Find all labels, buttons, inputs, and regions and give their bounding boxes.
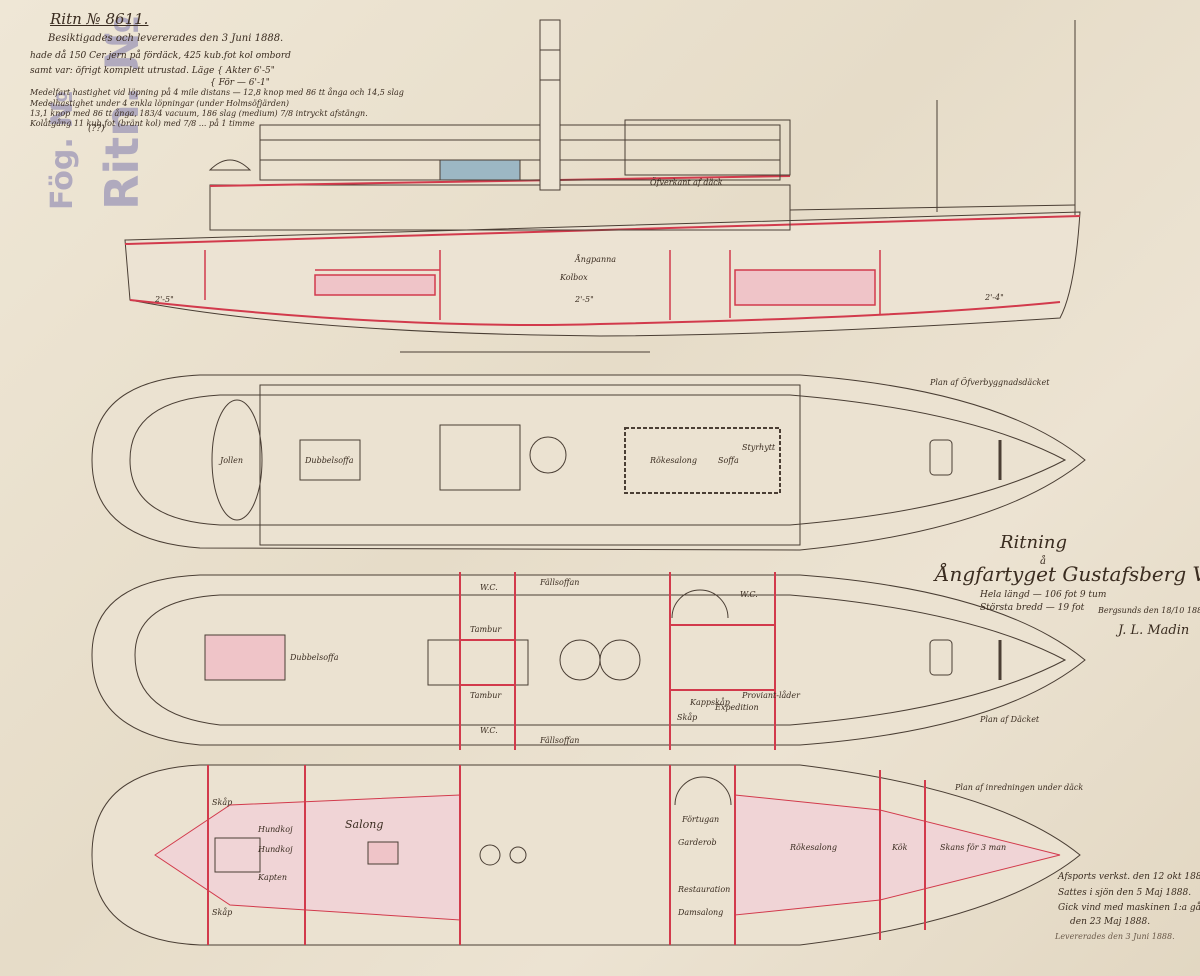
- room-tambur: Tambur: [470, 625, 502, 634]
- sheer-label: Öfverkant af däck: [650, 178, 723, 187]
- room-wc: W.C.: [740, 590, 758, 599]
- below-deck-plan: [91, 764, 1081, 946]
- history-line: Sattes i sjön den 5 Maj 1888.: [1058, 888, 1192, 898]
- note-line: Besiktigades och levererades den 3 Juni …: [48, 33, 284, 44]
- note-line: Medelfart hastighet vid löpning på 4 mil…: [30, 88, 404, 97]
- drawing-line: [671, 589, 729, 619]
- note-line: Kolåtgång 11 kub.fot (bränt kol) med 7/8…: [30, 119, 255, 128]
- drawing-number: Ritn № 8611.: [50, 10, 149, 28]
- plan-upper-title: Plan af Öfverbyggnadsdäcket: [929, 378, 1050, 387]
- drawing-line: [299, 439, 361, 481]
- drawing-line: [929, 439, 953, 476]
- plan-deck-title: Plan af Däcket: [979, 715, 1040, 724]
- room-dubbelsoffa-deck: Dubbelsoffa: [289, 653, 339, 662]
- drawing-line: [209, 175, 791, 187]
- drawing-line: [529, 436, 567, 474]
- note-line: Medelhastighet under 4 enkla löpningar (…: [30, 99, 289, 108]
- history-line: den 23 Maj 1888.: [1070, 917, 1151, 927]
- drawing-line: [734, 269, 876, 306]
- boiler-label: Ångpanna: [574, 255, 616, 264]
- drawing-line: [134, 594, 1067, 726]
- drawing-line: [314, 274, 436, 296]
- drawing-line: [624, 427, 781, 494]
- main-deck-plan: [91, 572, 1086, 750]
- drawing-line: [204, 634, 286, 681]
- room-skap: Skåp: [212, 908, 232, 917]
- ship-beam: Största bredd — 19 fot: [980, 603, 1085, 613]
- history-line: Levererades den 3 Juni 1888.: [1055, 932, 1175, 941]
- drawing-line: [91, 374, 1086, 551]
- drawing-line: [367, 841, 399, 865]
- plan-below-title: Plan af inredningen under däck: [954, 783, 1083, 792]
- room-damsalong: Damsalong: [677, 908, 723, 917]
- room-kapten: Kapten: [257, 873, 287, 882]
- title-line2: å: [1040, 556, 1046, 567]
- drawing-line: [214, 837, 261, 873]
- room-wc: W.C.: [480, 726, 498, 735]
- drawing-line: [129, 394, 1067, 526]
- room-rokesalong-below: Rökesalong: [789, 843, 837, 852]
- room-skap: Skåp: [212, 798, 232, 807]
- drawing-line: [479, 844, 501, 866]
- room-salong: Salong: [345, 818, 383, 831]
- drawing-line: [259, 384, 801, 546]
- room-skap: Skåp: [677, 713, 697, 722]
- signature: J. L. Madin: [1118, 623, 1190, 638]
- drawing-line: [439, 424, 521, 491]
- draft-fore: 2'-4": [984, 293, 1004, 302]
- note-line: hade då 150 Cer jern på fördäck, 425 kub…: [30, 51, 291, 61]
- room-tambur: Tambur: [470, 691, 502, 700]
- place-date: Bergsunds den 18/10 1887: [1098, 606, 1200, 615]
- jolly-boat: [208, 159, 252, 171]
- history-line: Gick vind med maskinen 1:a gången: [1058, 903, 1200, 913]
- title-line1: Ritning: [1000, 532, 1068, 553]
- drawing-line: [599, 639, 641, 681]
- note-line: { För — 6'-1": [210, 78, 270, 88]
- room-kok: Kök: [891, 843, 908, 852]
- side-profile: [124, 19, 1081, 353]
- drawing-line: [789, 204, 1076, 211]
- room-restauration: Restauration: [677, 885, 730, 894]
- drawing-line: [207, 765, 926, 945]
- draft-mid: 2'-5": [574, 295, 594, 304]
- room-hundkoj: Hundkoj: [257, 845, 293, 854]
- room-dubbelsoffa: Dubbelsoffa: [304, 456, 354, 465]
- room-wc: W.C.: [480, 583, 498, 592]
- funnel: [539, 19, 561, 191]
- drawing-line: [459, 572, 776, 750]
- note-line: samt var: öfrigt komplett utrustad. Läge…: [30, 66, 275, 76]
- ship-length: Hela längd — 106 fot 9 tum: [980, 590, 1107, 600]
- deckhouse: [209, 184, 791, 231]
- room-expedition: Expedition: [714, 703, 759, 712]
- draft-aft: 2'-5": [154, 295, 174, 304]
- room-soffa: Soffa: [718, 456, 739, 465]
- note-line: 13,1 knop med 86 tt ånga, 183/4 vacuum, …: [30, 109, 368, 118]
- drawing-line: [91, 574, 1086, 746]
- upper-deck-plan: [91, 374, 1086, 551]
- history-line: Afsports verkst. den 12 okt 1887.: [1058, 872, 1200, 882]
- room-styrhytt: Styrhytt: [742, 443, 776, 452]
- note-line: (??): [88, 124, 105, 134]
- drawing-line: [204, 250, 881, 320]
- room-garderob: Garderob: [678, 838, 717, 847]
- drawing-line: [929, 639, 953, 676]
- room-jollen: Jollen: [218, 456, 243, 465]
- room-fortugan: Förtugan: [681, 815, 719, 824]
- room-fallsoffan: Fällsoffan: [539, 736, 579, 745]
- coal-label: Kolbox: [559, 273, 588, 282]
- drawing-line: [509, 846, 527, 864]
- drawing-line: [674, 776, 732, 806]
- ship-name: Ångfartyget Gustafsberg V: [935, 562, 1200, 586]
- room-proviant: Proviant-låder: [741, 691, 801, 700]
- skylight: [439, 159, 521, 181]
- room-fallsoffan: Fällsoffan: [539, 578, 579, 587]
- room-kappskap: Kappskåp: [689, 698, 730, 707]
- drawing-line: [211, 399, 263, 521]
- room-rokesalong: Rökesalong: [649, 456, 697, 465]
- wheelhouse: [624, 119, 791, 176]
- keel-line: [129, 299, 1061, 326]
- room-skans: Skans för 3 man: [940, 843, 1006, 852]
- room-hundkoj: Hundkoj: [257, 825, 293, 834]
